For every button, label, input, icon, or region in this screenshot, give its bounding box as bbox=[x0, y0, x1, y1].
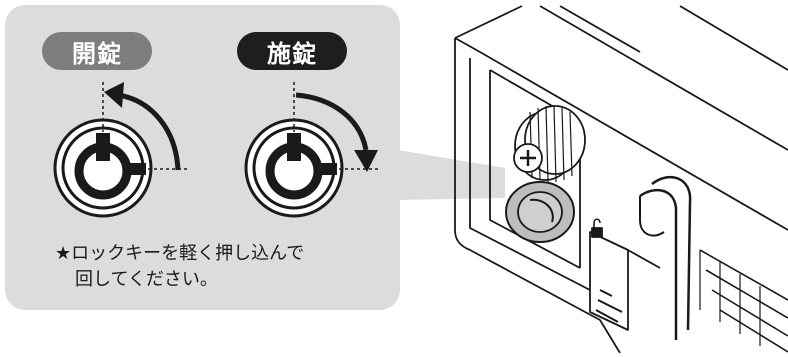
key-slot-locked-icon bbox=[244, 118, 344, 218]
callout-panel bbox=[5, 5, 505, 310]
safe-device-illustration bbox=[454, 5, 788, 354]
instruction-note-line-1: ★ロックキーを軽く押し込んで bbox=[55, 243, 305, 264]
rotate-clockwise-icon bbox=[295, 92, 378, 172]
lock-label: 施錠 bbox=[237, 32, 347, 70]
unlock-label: 開錠 bbox=[42, 32, 152, 70]
instruction-note: ★ロックキーを軽く押し込んで 回してください。 bbox=[55, 241, 375, 293]
key-slot-unlocked-icon bbox=[53, 118, 153, 218]
instruction-note-line-2: 回してください。 bbox=[75, 269, 218, 290]
rotate-counterclockwise-icon bbox=[104, 82, 181, 171]
